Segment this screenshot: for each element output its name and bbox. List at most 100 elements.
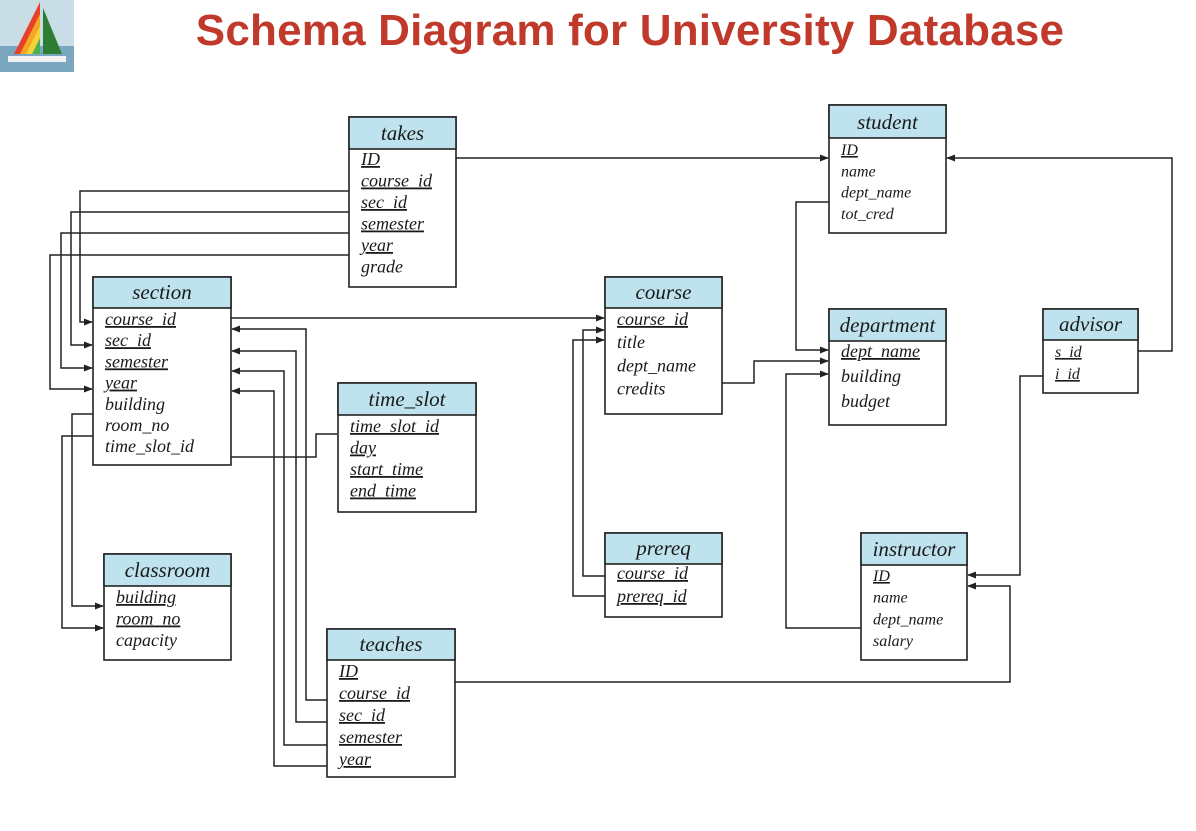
table-header bbox=[103, 553, 232, 587]
attribute: ID bbox=[360, 149, 380, 169]
attribute: start_time bbox=[350, 459, 423, 479]
attribute: semester bbox=[105, 351, 169, 371]
attribute: room_no bbox=[116, 609, 180, 629]
attribute: sec_id bbox=[105, 330, 152, 350]
link-takes-semester-section bbox=[60, 232, 349, 372]
link-advisor-instructor bbox=[967, 375, 1043, 579]
link-teaches-course-id-section bbox=[231, 325, 327, 701]
attribute: course_id bbox=[617, 309, 689, 329]
attribute: capacity bbox=[116, 630, 177, 650]
table-header bbox=[604, 532, 723, 565]
link-advisor-student bbox=[946, 154, 1173, 352]
attribute: salary bbox=[873, 633, 914, 650]
attribute: dept_name bbox=[841, 185, 911, 202]
table-name: student bbox=[857, 110, 919, 134]
attribute: end_time bbox=[350, 481, 416, 501]
table-header bbox=[326, 628, 456, 661]
table-header bbox=[348, 116, 457, 150]
table-time-slot: time_slot time_slot_iddaystart_timeend_ti… bbox=[337, 382, 477, 513]
attribute: course_id bbox=[361, 171, 433, 191]
link-section-roomno-classroom bbox=[61, 435, 104, 632]
attribute: semester bbox=[361, 214, 425, 234]
attribute: tot_cred bbox=[841, 206, 895, 223]
attribute: grade bbox=[361, 257, 403, 277]
attribute: semester bbox=[339, 727, 403, 747]
attribute: course_id bbox=[105, 309, 177, 329]
table-header bbox=[828, 308, 947, 342]
link-section-building-classroom bbox=[71, 413, 104, 610]
table-name: prereq bbox=[634, 536, 691, 560]
attribute: dept_name bbox=[873, 611, 943, 628]
table-name: advisor bbox=[1059, 312, 1123, 336]
attribute: year bbox=[359, 235, 394, 255]
attribute: i_id bbox=[1055, 366, 1081, 383]
table-name: section bbox=[132, 280, 191, 304]
attribute: name bbox=[873, 590, 908, 607]
link-instructor-department bbox=[785, 370, 861, 629]
attribute: year bbox=[337, 749, 372, 769]
attribute: budget bbox=[841, 391, 891, 411]
attribute: prereq_id bbox=[615, 586, 688, 606]
link-teaches-year-section bbox=[231, 387, 327, 767]
link-teaches-semester-section bbox=[231, 367, 327, 746]
attribute: name bbox=[841, 163, 876, 180]
attribute: title bbox=[617, 332, 645, 352]
table-header bbox=[92, 276, 232, 309]
link-prereq-course-id bbox=[582, 326, 605, 577]
table-advisor: advisor s_id i_id bbox=[1042, 308, 1139, 394]
table-name: time_slot bbox=[369, 387, 447, 411]
table-prereq: prereq course_id prereq_id bbox=[604, 532, 723, 618]
table-header bbox=[604, 276, 723, 309]
attribute: dept_name bbox=[841, 341, 920, 361]
table-name: department bbox=[840, 313, 937, 337]
attribute: s_id bbox=[1055, 344, 1083, 361]
table-header bbox=[337, 382, 477, 416]
attribute: ID bbox=[338, 661, 358, 681]
sailboat-logo bbox=[0, 0, 74, 72]
attribute: building bbox=[105, 394, 165, 414]
attribute: year bbox=[103, 373, 138, 393]
page-title: Schema Diagram for University Database bbox=[195, 6, 1065, 55]
attribute: credits bbox=[617, 379, 665, 399]
link-takes-year-section bbox=[49, 254, 349, 393]
link-student-department bbox=[795, 201, 829, 354]
relationship-lines bbox=[49, 154, 1173, 767]
attribute: time_slot_id bbox=[350, 416, 440, 436]
table-name: instructor bbox=[873, 537, 957, 561]
attribute: course_id bbox=[339, 683, 411, 703]
table-name: teaches bbox=[360, 632, 423, 656]
table-header bbox=[828, 104, 947, 139]
link-teaches-sec-id-section bbox=[231, 347, 327, 723]
attribute: sec_id bbox=[361, 192, 408, 212]
table-name: course bbox=[636, 280, 692, 304]
link-teaches-instructor bbox=[455, 582, 1011, 683]
table-department: department dept_name building budget bbox=[828, 308, 947, 426]
attribute: time_slot_id bbox=[105, 436, 195, 456]
attribute: building bbox=[841, 366, 901, 386]
attribute: building bbox=[116, 587, 176, 607]
tables: takesIDcourse_idsec_idsemesteryeargrades… bbox=[92, 104, 1139, 778]
attribute: sec_id bbox=[339, 705, 386, 725]
table-header bbox=[1042, 308, 1139, 341]
link-course-department bbox=[722, 357, 829, 384]
table-section: section course_idsec_idsemesteryearbuildi… bbox=[92, 276, 232, 466]
attribute: ID bbox=[840, 142, 858, 159]
attribute: course_id bbox=[617, 563, 689, 583]
attribute: dept_name bbox=[617, 355, 696, 375]
link-prereq-prereq-id bbox=[572, 336, 605, 597]
table-name: classroom bbox=[125, 558, 211, 582]
attribute: ID bbox=[872, 568, 890, 585]
link-takes-course-id-section bbox=[79, 190, 349, 326]
attribute: day bbox=[350, 438, 376, 458]
link-takes-sec-id-section bbox=[70, 211, 349, 349]
table-name: takes bbox=[381, 121, 424, 145]
attribute: room_no bbox=[105, 415, 169, 435]
table-header bbox=[860, 532, 968, 566]
